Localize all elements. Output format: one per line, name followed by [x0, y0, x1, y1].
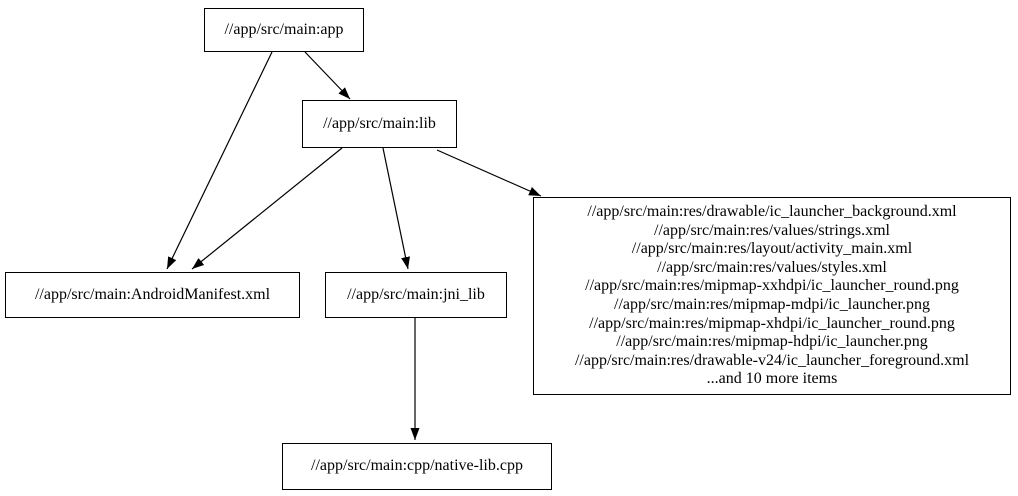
node-jni-lib-label: //app/src/main:jni_lib: [347, 285, 485, 303]
resource-item: //app/src/main:res/values/strings.xml: [654, 221, 890, 239]
edge-lib-to-jni-lib: [382, 147, 410, 270]
node-android-manifest: //app/src/main:AndroidManifest.xml: [5, 272, 300, 318]
resource-item: //app/src/main:res/drawable/ic_launcher_…: [587, 203, 957, 221]
node-lib-label: //app/src/main:lib: [323, 114, 436, 132]
resource-item: //app/src/main:res/mipmap-xhdpi/ic_launc…: [589, 314, 955, 332]
edge-app-to-manifest: [166, 51, 273, 270]
resource-more-items: ...and 10 more items: [706, 370, 838, 388]
node-app: //app/src/main:app: [204, 8, 364, 52]
edge-lib-to-resources: [436, 149, 542, 197]
node-jni-lib: //app/src/main:jni_lib: [325, 272, 507, 318]
node-native-lib-cpp: //app/src/main:cpp/native-lib.cpp: [282, 443, 552, 490]
resource-item: //app/src/main:res/values/styles.xml: [657, 258, 887, 276]
resource-item: //app/src/main:res/layout/activity_main.…: [631, 240, 913, 258]
node-android-manifest-label: //app/src/main:AndroidManifest.xml: [34, 285, 271, 303]
resource-item: //app/src/main:res/mipmap-hdpi/ic_launch…: [616, 333, 928, 351]
node-resources-group: //app/src/main:res/drawable/ic_launcher_…: [533, 197, 1011, 395]
resource-item: //app/src/main:res/mipmap-mdpi/ic_launch…: [614, 296, 930, 313]
node-app-label: //app/src/main:app: [224, 20, 344, 38]
resource-item: //app/src/main:res/mipmap-xxhdpi/ic_laun…: [585, 277, 959, 295]
node-lib: //app/src/main:lib: [302, 100, 457, 148]
resource-item: //app/src/main:res/drawable-v24/ic_launc…: [574, 351, 970, 369]
node-native-lib-cpp-label: //app/src/main:cpp/native-lib.cpp: [311, 457, 523, 475]
edge-app-to-lib: [304, 51, 351, 100]
edge-lib-to-manifest: [191, 147, 343, 270]
